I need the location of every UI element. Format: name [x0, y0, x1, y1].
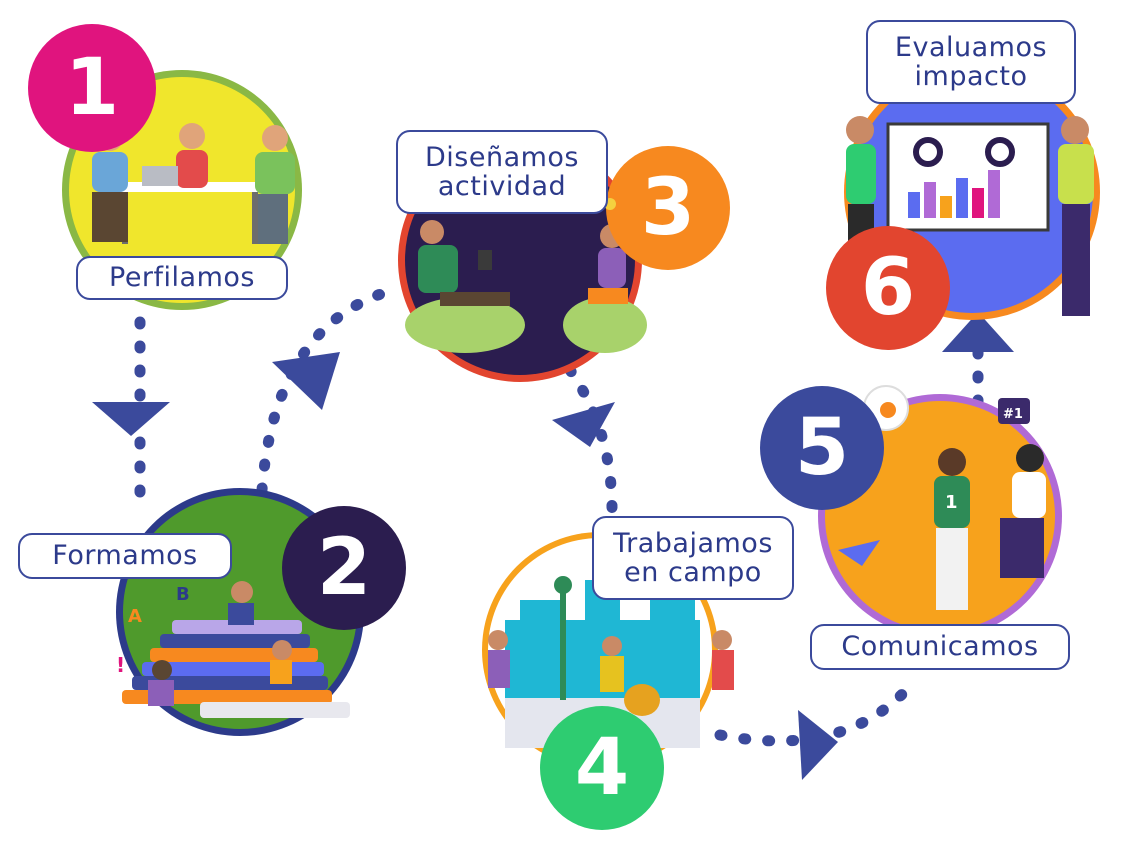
- step-6-label-line1: Evaluamos: [894, 32, 1048, 63]
- step-4-label-line1: Trabajamos: [613, 528, 773, 559]
- step-3-label-line1: Diseñamos: [424, 142, 579, 173]
- step-3-label-line2: actividad: [437, 171, 567, 202]
- step-4-illustration: [482, 532, 734, 768]
- foam-finger-icon: [998, 398, 1030, 424]
- exclamation-icon: !: [116, 653, 125, 677]
- step-2-label-text: Formamos: [52, 540, 198, 571]
- gear-icon: [913, 137, 943, 167]
- connector-3-to-4: [564, 364, 618, 516]
- step-2-label: Formamos: [18, 533, 232, 579]
- step-6-label: Evaluamos impacto: [866, 20, 1076, 104]
- step-5-number-badge: [760, 386, 884, 510]
- step-5-label-text: Comunicamos: [841, 631, 1039, 662]
- step-2-number: 2: [316, 523, 372, 613]
- arrowhead-down-icon: [92, 402, 170, 436]
- arrowheads: [92, 312, 1014, 780]
- step-6-number: 6: [860, 243, 916, 333]
- step-1-number: 1: [64, 43, 120, 133]
- step-4-label: Trabajamos en campo: [592, 516, 794, 600]
- step-1-label: Perfilamos: [76, 256, 288, 300]
- jersey-number: 1: [945, 492, 958, 513]
- step-4-number-badge: [540, 706, 664, 830]
- letter-a-icon: A: [128, 606, 142, 627]
- step-4-number: 4: [574, 723, 630, 813]
- foam-finger-text: #1: [1003, 407, 1023, 422]
- step-1-label-text: Perfilamos: [109, 262, 255, 293]
- step-6-label-line2: impacto: [914, 61, 1028, 92]
- connector-2-to-3: [256, 282, 406, 496]
- arrowhead-down-icon: [552, 402, 615, 447]
- arrowhead-up-icon: [272, 352, 340, 410]
- step-6-number-badge: [826, 226, 950, 350]
- step-1-number-badge: [28, 24, 156, 152]
- letter-b-icon: B: [176, 584, 190, 605]
- step-2-number-badge: [282, 506, 406, 630]
- connector-4-to-5: [714, 674, 921, 747]
- arrowhead-right-icon: [798, 710, 838, 780]
- arrowhead-up-icon: [942, 312, 1014, 352]
- step-3-number: 3: [640, 163, 696, 253]
- paper-plane-icon: [838, 540, 880, 566]
- gear-icon: [985, 137, 1015, 167]
- step-5-label: Comunicamos: [810, 624, 1070, 670]
- step-5-number: 5: [794, 403, 850, 493]
- step-3-label: Diseñamos actividad: [396, 130, 608, 214]
- step-3-number-badge: [606, 146, 730, 270]
- step-4-label-line2: en campo: [624, 557, 762, 588]
